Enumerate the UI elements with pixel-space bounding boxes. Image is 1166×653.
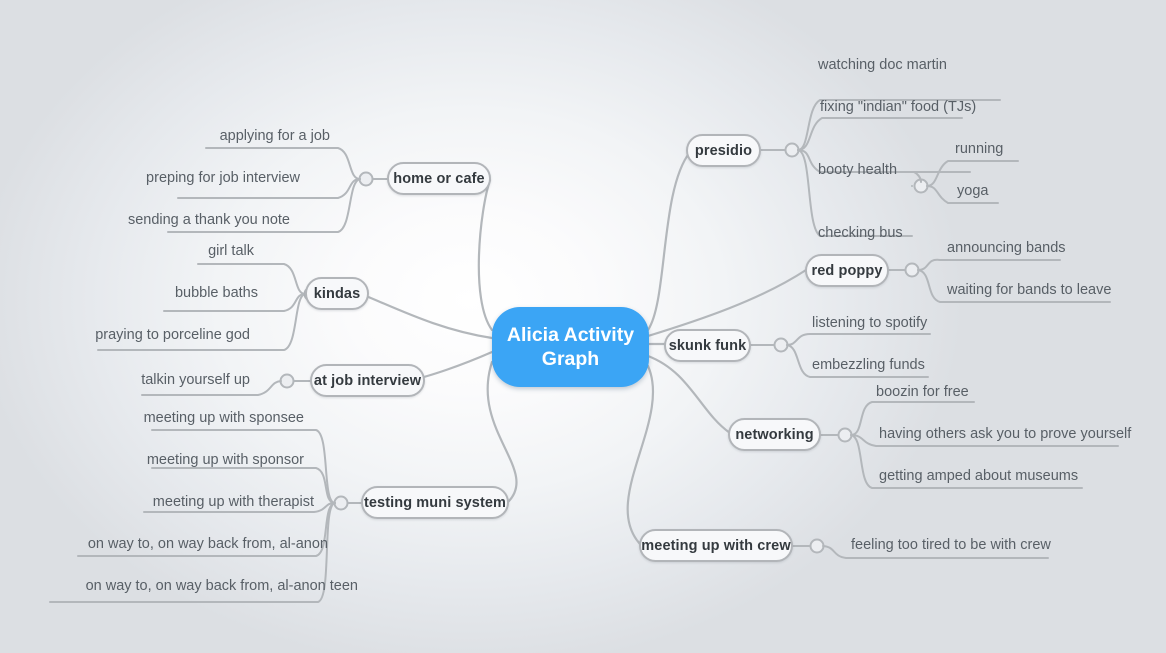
branch-label-at-job-interview: at job interview [313, 372, 422, 389]
leaf-feeling-too-tired-to-be-with-crew[interactable]: feeling too tired to be with crew [851, 537, 1051, 553]
leaf-checking-bus[interactable]: checking bus [818, 225, 903, 241]
branch-label-testing-muni-system: testing muni system [363, 494, 507, 511]
leaf-on-way-to-al-anon-teen[interactable]: on way to, on way back from, al-anon tee… [85, 578, 358, 594]
leaf-fixing-indian-food[interactable]: fixing "indian" food (TJs) [820, 99, 977, 115]
leaf-yoga[interactable]: yoga [957, 183, 989, 199]
leaf-preping-for-job-interview[interactable]: preping for job interview [146, 170, 300, 186]
branch-label-home-or-cafe: home or cafe [393, 170, 485, 187]
branch-node-testing-muni-system[interactable]: testing muni system [361, 486, 509, 519]
leaf-running[interactable]: running [955, 141, 1004, 157]
branch-label-skunk-funk: skunk funk [668, 337, 747, 354]
branch-label-kindas: kindas [313, 285, 361, 302]
leaf-meeting-up-with-sponsor[interactable]: meeting up with sponsor [146, 452, 304, 468]
branch-node-home-or-cafe[interactable]: home or cafe [387, 162, 491, 195]
branch-label-meeting-up-with-crew: meeting up with crew [641, 537, 791, 554]
leaf-on-way-to-al-anon[interactable]: on way to, on way back from, al-anon [87, 536, 328, 552]
leaf-meeting-up-with-therapist[interactable]: meeting up with therapist [152, 494, 314, 510]
leaf-girl-talk[interactable]: girl talk [208, 243, 254, 259]
leaf-sending-a-thank-you-note[interactable]: sending a thank you note [127, 212, 290, 228]
branch-label-presidio: presidio [694, 142, 753, 159]
leaf-praying-to-porceline-god[interactable]: praying to porceline god [95, 327, 250, 343]
leaf-bubble-baths[interactable]: bubble baths [174, 285, 258, 301]
branch-node-presidio[interactable]: presidio [686, 134, 761, 167]
leaf-getting-amped-about-museums[interactable]: getting amped about museums [879, 468, 1079, 484]
leaf-talkin-yourself-up[interactable]: talkin yourself up [141, 372, 250, 388]
branch-node-networking[interactable]: networking [728, 418, 821, 451]
branch-node-kindas[interactable]: kindas [305, 277, 369, 310]
leaf-booty-health[interactable]: booty health [818, 162, 898, 178]
root-node-label: Alicia Activity Graph [506, 324, 635, 370]
leaf-boozin-for-free[interactable]: boozin for free [876, 384, 969, 400]
branch-node-at-job-interview[interactable]: at job interview [310, 364, 425, 397]
branch-label-networking: networking [735, 426, 814, 443]
leaf-having-others-ask-you-to-prove-yourself[interactable]: having others ask you to prove yourself [879, 426, 1132, 442]
leaf-listening-to-spotify[interactable]: listening to spotify [812, 315, 928, 331]
root-node[interactable]: Alicia Activity Graph [492, 307, 649, 387]
leaf-meeting-up-with-sponsee[interactable]: meeting up with sponsee [143, 410, 304, 426]
leaf-embezzling-funds[interactable]: embezzling funds [812, 357, 925, 373]
leaf-waiting-for-bands-to-leave[interactable]: waiting for bands to leave [947, 282, 1112, 298]
branch-label-red-poppy: red poppy [811, 262, 883, 279]
branch-node-skunk-funk[interactable]: skunk funk [664, 329, 751, 362]
leaf-watching-doc-martin[interactable]: watching doc martin [818, 57, 947, 73]
branch-node-red-poppy[interactable]: red poppy [805, 254, 889, 287]
branch-node-meeting-up-with-crew[interactable]: meeting up with crew [639, 529, 793, 562]
leaf-announcing-bands[interactable]: announcing bands [947, 240, 1066, 256]
leaf-applying-for-a-job[interactable]: applying for a job [219, 128, 330, 144]
